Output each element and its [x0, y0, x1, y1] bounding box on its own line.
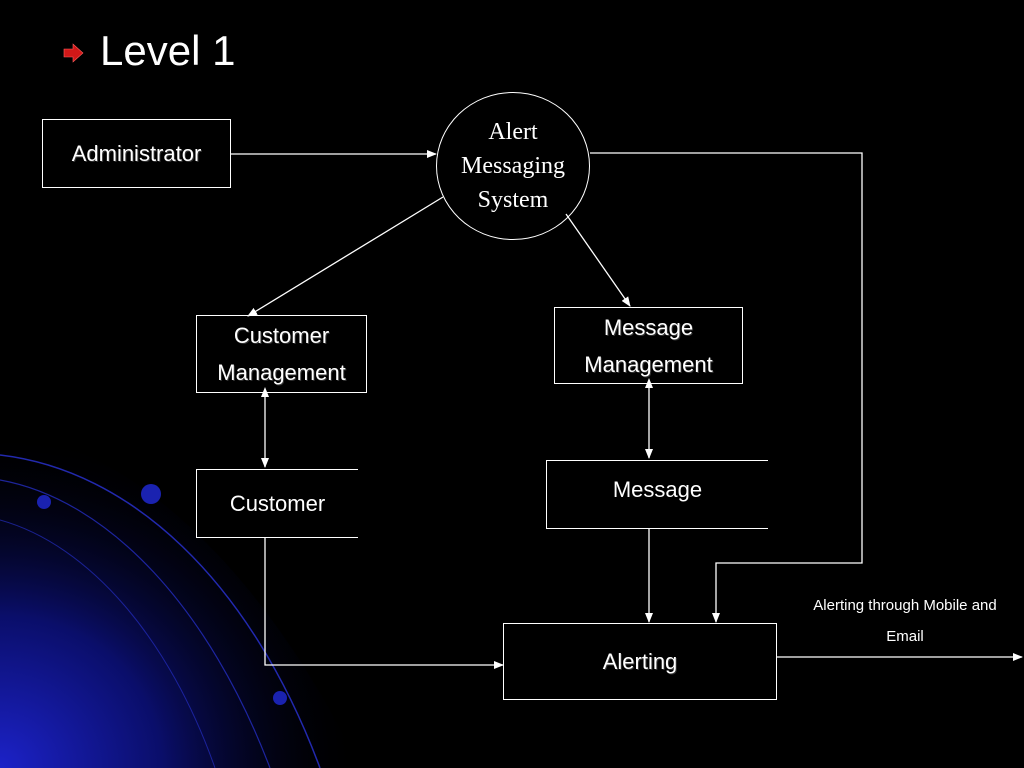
system-label-line-1: Alert [488, 119, 538, 145]
node-administrator: Administrator [42, 119, 231, 188]
datastore-customer-label: Customer [229, 490, 326, 516]
node-message-management: Message Management [554, 307, 743, 384]
edge-system-to-customer-mgmt [247, 196, 444, 317]
datastore-customer: Customer [196, 469, 358, 538]
node-alerting-label: Alerting [602, 649, 678, 674]
message-management-line-2: Management [584, 351, 713, 377]
edge-system-to-alerting [590, 152, 863, 623]
datastore-message: Message [546, 460, 768, 529]
node-alerting: Alerting [503, 623, 777, 700]
node-administrator-label: Administrator [71, 141, 202, 166]
customer-management-line-2: Management [217, 360, 346, 385]
node-alert-messaging-system: Alert Messaging System [436, 92, 590, 240]
slide-title: Level 1 [100, 27, 236, 74]
edge-customer-to-alerting [264, 538, 504, 669]
output-edge-label: Alerting through Mobile and Email [813, 597, 997, 645]
system-label-line-2: Messaging [461, 153, 565, 179]
datastore-message-label: Message [612, 476, 703, 502]
system-label-line-3: System [477, 187, 549, 213]
message-management-line-1: Message [603, 314, 694, 340]
customer-management-line-1: Customer [233, 323, 330, 348]
edge-system-to-message-mgmt [565, 213, 631, 307]
red-arrow-bullet-icon [63, 43, 84, 63]
node-customer-management: Customer Management [196, 315, 367, 393]
